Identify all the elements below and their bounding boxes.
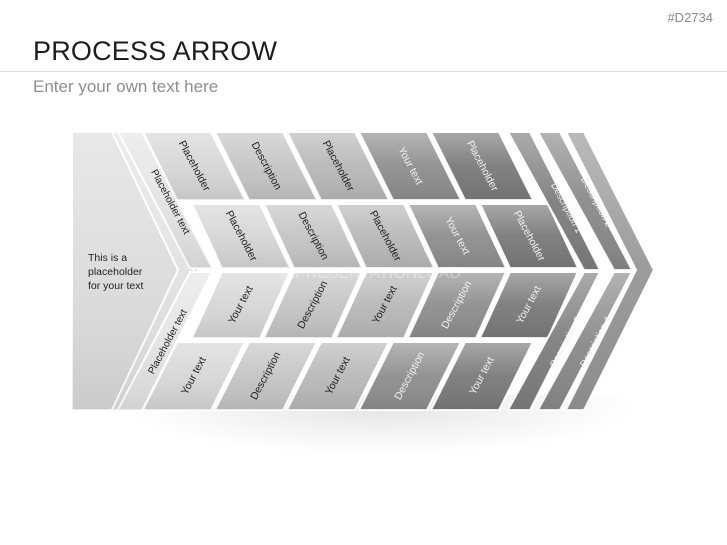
slide-id: #D2734 bbox=[667, 10, 713, 25]
bottom-row-cell-2-highlight bbox=[215, 342, 317, 410]
right-strip-2-highlight bbox=[538, 132, 632, 270]
upper-row-cell-2-highlight bbox=[264, 204, 362, 268]
bottom-row-cell-5-highlight bbox=[431, 342, 533, 410]
lead-text-line: This is a bbox=[88, 252, 127, 264]
lead-block-highlight bbox=[72, 132, 198, 410]
page-title: PROCESS ARROW bbox=[33, 36, 278, 66]
top-row-cell-4-highlight bbox=[359, 132, 461, 200]
upper-row-cell-3-highlight bbox=[336, 204, 434, 268]
right-strip-4-highlight bbox=[538, 272, 632, 410]
lead-text-line: for your text bbox=[88, 280, 144, 292]
top-row-cell-2-highlight bbox=[215, 132, 317, 200]
upper-row-cell-1-highlight bbox=[192, 204, 290, 268]
lower-row-cell-5-highlight bbox=[480, 272, 578, 338]
lower-row-cell-4-highlight bbox=[408, 272, 506, 338]
watermark: © PRESENTATIONLOAD bbox=[279, 265, 461, 282]
bottom-row-cell-3-highlight bbox=[287, 342, 389, 410]
upper-row-cell-4-highlight bbox=[408, 204, 506, 268]
lead-text: This is a placeholder for your text bbox=[88, 252, 144, 292]
lead-text-line: placeholder bbox=[88, 266, 143, 278]
lower-row-cell-3-highlight bbox=[336, 272, 434, 338]
bottom-row-cell-4-highlight bbox=[359, 342, 461, 410]
diagonal-band-lower-highlight bbox=[118, 272, 212, 410]
lower-row-cell-1-highlight bbox=[192, 272, 290, 338]
bottom-row-cell-1-highlight bbox=[143, 342, 245, 410]
top-row-cell-1-highlight bbox=[143, 132, 245, 200]
top-row-cell-3-highlight bbox=[287, 132, 389, 200]
upper-row-cell-5-highlight bbox=[480, 204, 578, 268]
page-subtitle: Enter your own text here bbox=[33, 77, 219, 96]
diagonal-band-upper-highlight bbox=[118, 132, 212, 268]
right-strip-3-highlight bbox=[508, 272, 600, 410]
arrow-tip-highlight bbox=[566, 132, 654, 410]
right-strip-1-highlight bbox=[508, 132, 600, 270]
top-row-cell-5-highlight bbox=[431, 132, 533, 200]
title-divider bbox=[0, 71, 727, 72]
lower-row-cell-2-highlight bbox=[264, 272, 362, 338]
